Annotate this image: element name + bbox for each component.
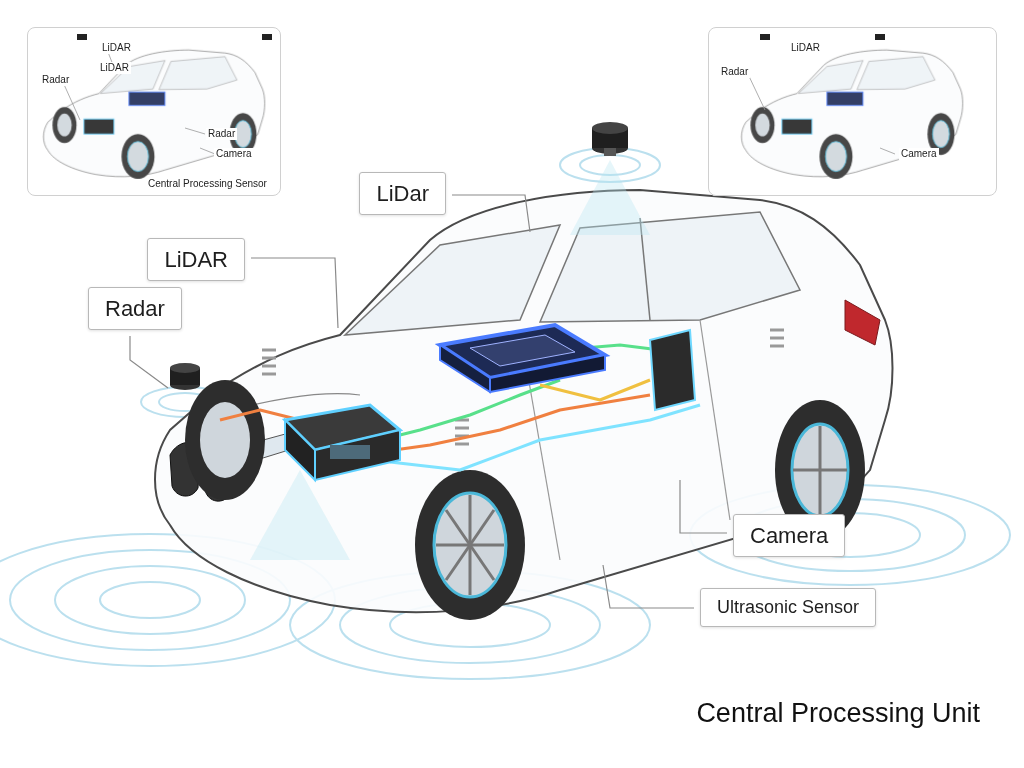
inset-panel: LiDARLiDARRadarRadarCameraCentral Proces… (27, 27, 281, 196)
sensor-name: Ultrasonic Sensor (717, 597, 859, 618)
sensor-label: Camera (733, 514, 845, 557)
sensor-name: LiDar (376, 181, 429, 206)
sensor-label: LiDAR (147, 238, 245, 281)
sensor-name: LiDAR (164, 247, 228, 272)
inset-label: Radar (206, 128, 237, 140)
sensor-label: Ultrasonic Sensor (700, 588, 876, 627)
sensor-label: Radar (88, 287, 182, 330)
inset-label: Radar (40, 74, 71, 86)
sensor-name: Radar (105, 296, 165, 321)
inset-label: Central Processing Sensor (146, 178, 269, 190)
unit-caption: Central Processing Unit (696, 698, 980, 729)
inset-label: LiDAR (100, 42, 133, 54)
inset-label: Camera (214, 148, 254, 160)
inset-panel: LiDAR RadarCamera (708, 27, 997, 196)
sensor-label: LiDar (359, 172, 446, 215)
sensor-name: Camera (750, 523, 828, 548)
inset-label: Radar (719, 66, 750, 78)
inset-label: Camera (899, 148, 939, 160)
inset-label: LiDAR (98, 62, 131, 74)
inset-label: LiDAR (789, 42, 822, 54)
